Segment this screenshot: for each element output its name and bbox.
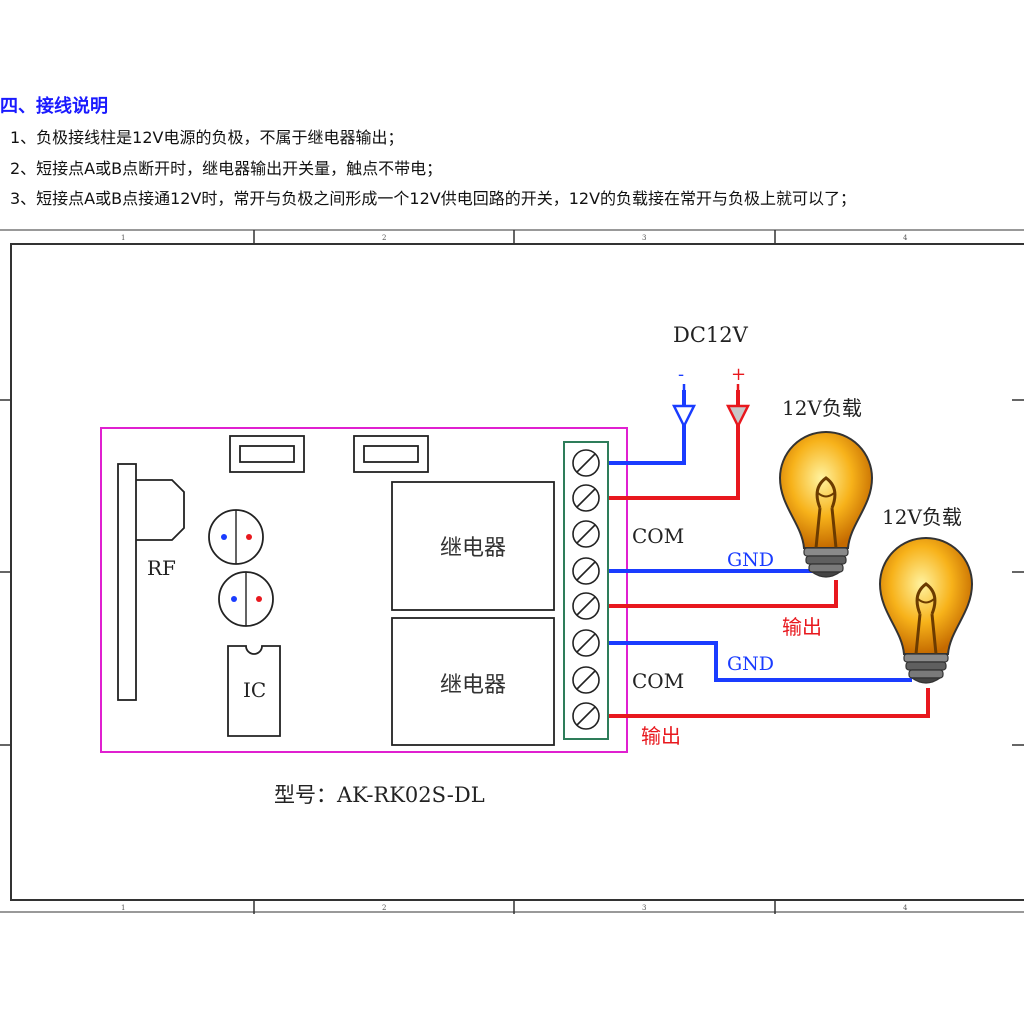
jumper-pad-a bbox=[208, 509, 264, 565]
frame-num-3-bottom: 3 bbox=[642, 904, 646, 912]
terminal-screw-2 bbox=[572, 484, 600, 512]
terminal-screw-6 bbox=[572, 629, 600, 657]
dc-label: DC12V bbox=[673, 323, 749, 347]
model-label: 型号：AK-RK02S-DL bbox=[274, 783, 485, 807]
ic-chip bbox=[227, 645, 281, 737]
dc-plus-label: + bbox=[731, 364, 746, 385]
wire-output-2 bbox=[600, 688, 930, 718]
relay-1-label: 继电器 bbox=[440, 536, 506, 561]
frame-num-4-bottom: 4 bbox=[903, 904, 908, 912]
wire-gnd-2 bbox=[600, 641, 912, 682]
ic-label: IC bbox=[243, 678, 266, 702]
connector-2 bbox=[353, 435, 429, 473]
output-2-label: 输出 bbox=[641, 724, 681, 748]
load-2-label: 12V负载 bbox=[882, 505, 962, 529]
terminal-screw-4 bbox=[572, 557, 600, 585]
wire-dc-negative bbox=[600, 390, 686, 465]
frame-num-4-top: 4 bbox=[903, 234, 908, 242]
frame-number-labels: 1 2 3 4 1 2 3 4 bbox=[121, 234, 908, 912]
terminal-screw-8 bbox=[572, 702, 600, 730]
gnd-1-label: GND bbox=[727, 549, 774, 571]
load-1-bulb-icon bbox=[778, 430, 874, 579]
dc-positive-arrow bbox=[725, 384, 751, 429]
rf-antenna bbox=[117, 463, 137, 701]
frame-num-2-bottom: 2 bbox=[382, 904, 386, 912]
rf-module bbox=[136, 479, 185, 541]
note-2: 2、短接点A或B点断开时，继电器输出开关量，触点不带电； bbox=[10, 159, 443, 178]
connector-1 bbox=[229, 435, 305, 473]
note-3: 3、短接点A或B点接通12V时，常开与负极之间形成一个12V供电回路的开关，12… bbox=[10, 189, 857, 208]
com-1-label: COM bbox=[632, 524, 684, 548]
terminal-screw-7 bbox=[572, 666, 600, 694]
terminal-screw-3 bbox=[572, 520, 600, 548]
drawing-frame bbox=[0, 229, 1024, 914]
output-1-label: 输出 bbox=[782, 615, 822, 639]
frame-num-1-top: 1 bbox=[121, 234, 125, 242]
rf-label: RF bbox=[147, 556, 176, 580]
terminal-screw-5 bbox=[572, 592, 600, 620]
frame-num-2-top: 2 bbox=[382, 234, 386, 242]
board-outline bbox=[100, 427, 628, 753]
load-2-bulb-icon bbox=[878, 536, 974, 685]
wire-dc-positive bbox=[600, 390, 740, 500]
dc-minus-label: - bbox=[678, 364, 684, 385]
load-1-label: 12V负载 bbox=[782, 396, 862, 420]
wire-output-1 bbox=[600, 580, 838, 608]
relay-2 bbox=[391, 617, 555, 746]
gnd-2-label: GND bbox=[727, 653, 774, 675]
jumper-pad-b bbox=[218, 571, 274, 627]
relay-2-label: 继电器 bbox=[440, 673, 506, 698]
dc-negative-arrow bbox=[671, 384, 697, 429]
section-heading: 四、接线说明 bbox=[0, 96, 108, 117]
frame-num-3-top: 3 bbox=[642, 234, 646, 242]
note-1: 1、负极接线柱是12V电源的负极，不属于继电器输出； bbox=[10, 128, 404, 147]
com-2-label: COM bbox=[632, 669, 684, 693]
terminal-screw-1 bbox=[572, 449, 600, 477]
frame-num-1-bottom: 1 bbox=[121, 904, 125, 912]
relay-1 bbox=[391, 481, 555, 611]
